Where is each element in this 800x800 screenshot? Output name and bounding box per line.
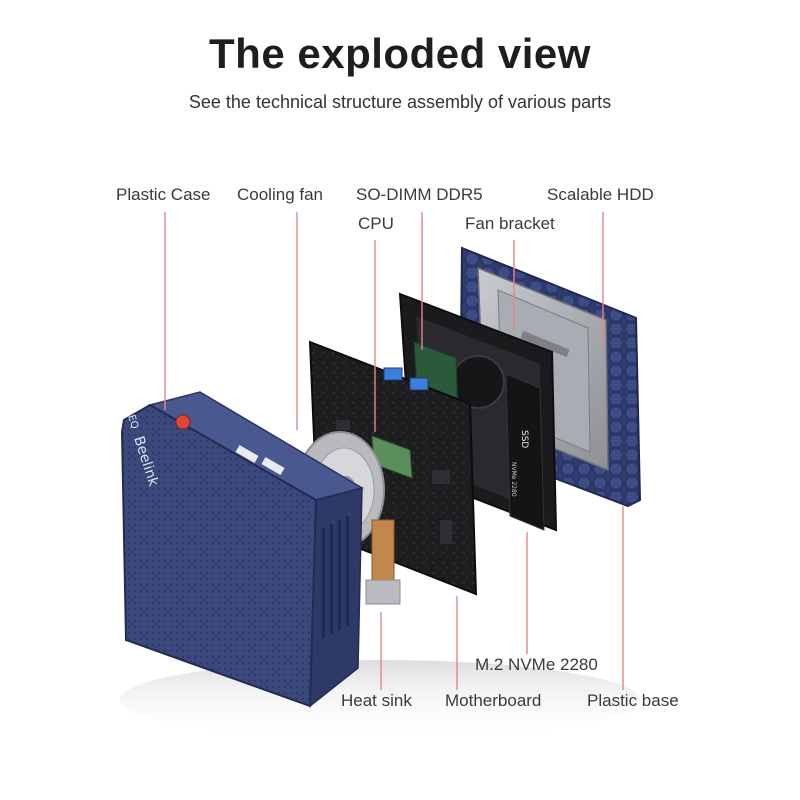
m2-ssd-module: [505, 373, 545, 531]
leader-lines: [164, 212, 624, 690]
label-motherboard: Motherboard: [445, 691, 542, 710]
label-m2-nvme: M.2 NVMe 2280: [475, 655, 598, 674]
label-cooling-fan: Cooling fan: [237, 185, 324, 204]
ssd-label: SSD: [519, 430, 529, 448]
label-plastic-base: Plastic base: [587, 691, 679, 710]
usb-port: [409, 377, 429, 391]
label-scalable-hdd: Scalable HDD: [547, 185, 654, 204]
model-logo: EQ: [125, 414, 140, 431]
heat-sink-part: [365, 519, 401, 605]
usb-port: [383, 367, 403, 381]
label-cpu: CPU: [358, 214, 394, 233]
page-subtitle: See the technical structure assembly of …: [188, 92, 612, 112]
ssd-sublabel: NVMe 2280: [510, 462, 517, 497]
plastic-case-part: Beelink EQ: [120, 391, 364, 708]
label-heat-sink: Heat sink: [341, 691, 412, 710]
usb-port: [235, 445, 259, 463]
label-fan-bracket: Fan bracket: [465, 214, 555, 233]
power-button-icon: [175, 414, 191, 430]
label-so-dimm: SO-DIMM DDR5: [356, 185, 483, 204]
page-title: The exploded view: [209, 30, 591, 77]
usb-port: [261, 457, 285, 475]
label-plastic-case: Plastic Case: [116, 185, 211, 204]
